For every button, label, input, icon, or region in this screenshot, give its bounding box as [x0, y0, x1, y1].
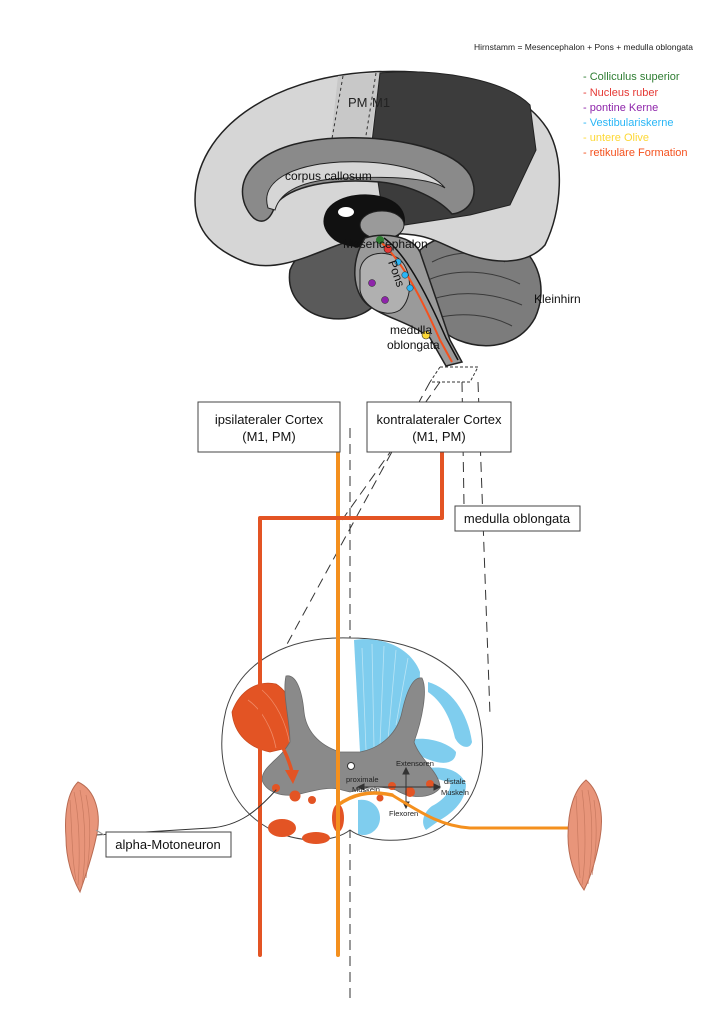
contra-line-2: (M1, PM)	[412, 429, 465, 444]
right-motor-axon	[390, 793, 570, 830]
proximale-label-2: Muskeln	[352, 785, 380, 794]
left-tract-lines	[247, 689, 291, 749]
ipsi-line-1: ipsilateraler Cortex	[215, 412, 324, 427]
right-pool-3	[426, 780, 434, 788]
left-muscle-belly	[65, 781, 99, 894]
alpha-box-text: alpha-Motoneuron	[115, 837, 221, 852]
medulla-label-1: medulla	[390, 323, 432, 337]
mesencephalon-label: Mesencephalon	[343, 237, 428, 251]
corpus-callosum	[241, 137, 475, 222]
right-ventral-blue	[358, 799, 380, 836]
nucleus-ruber-dot	[383, 244, 393, 254]
left-muscle	[65, 781, 105, 894]
hirnstamm-note: Hirnstamm = Mesencephalon + Pons + medul…	[474, 42, 693, 52]
corpus-callosum-label: corpus callosum	[285, 169, 372, 183]
vestibular-dot-2	[401, 271, 409, 279]
medulla-oblongata-box: medulla oblongata	[454, 505, 581, 532]
spinal-cord-section: Extensoren Flexoren proximale Muskeln di…	[221, 637, 483, 844]
central-canal	[347, 762, 355, 770]
legend-nucleus-ruber: - Nucleus ruber	[583, 87, 659, 99]
contralateral-pathway	[258, 450, 444, 957]
ipsi-line-2: (M1, PM)	[242, 429, 295, 444]
right-lateral-blue-1	[428, 682, 472, 747]
callosum-inner	[266, 161, 446, 211]
distale-label-2: Muskeln	[441, 788, 469, 797]
medulla-section-marker	[429, 366, 479, 383]
ipsilateral-cortex-box: ipsilateraler Cortex (M1, PM)	[197, 401, 341, 453]
olive-dot	[421, 330, 431, 340]
m1-label: M1	[372, 95, 390, 110]
right-muscle	[567, 779, 602, 891]
pontine-dot-1	[368, 279, 376, 287]
legend-vestibularis: - Vestibulariskerne	[583, 117, 674, 129]
distale-label-1: distale	[444, 777, 466, 786]
contralateral-arrowhead	[285, 770, 299, 784]
flexoren-label: Flexoren	[389, 809, 418, 818]
left-tendon	[95, 829, 105, 836]
pm-label: PM	[348, 95, 368, 110]
contralateral-cortex-box: kontralateraler Cortex (M1, PM)	[366, 401, 512, 453]
pathways	[95, 450, 570, 957]
left-muscle-fibers	[69, 789, 91, 887]
dorsal-column-lines	[361, 643, 409, 751]
left-pool-1	[272, 784, 280, 792]
legend-olive: - untere Olive	[583, 132, 649, 144]
medulla-label-2: oblongata	[387, 338, 440, 352]
right-lateral-blue-3	[423, 767, 466, 830]
right-lateral-blue-2	[410, 738, 456, 763]
pontine-dot-2	[381, 296, 389, 304]
left-ventral-tract-1	[268, 819, 296, 837]
vestibular-dot-3	[406, 284, 414, 292]
ipsilateral-branch	[336, 791, 394, 807]
legend-colliculus: - Colliculus superior	[583, 71, 680, 83]
right-muscle-fibers	[575, 789, 597, 886]
contra-line-1: kontralateraler Cortex	[377, 412, 502, 427]
left-pool-3	[308, 796, 316, 804]
pm-dashed-2	[363, 72, 377, 149]
kleinhirn-label: Kleinhirn	[534, 292, 581, 306]
extensoren-label: Extensoren	[396, 759, 434, 768]
colliculus-dot	[376, 236, 384, 244]
left-ventral-tract-2	[302, 832, 330, 844]
proj-left-outer	[261, 381, 431, 691]
vestibular-dot-1	[394, 258, 402, 266]
left-pool-2	[289, 790, 301, 802]
legend-pontine: - pontine Kerne	[583, 102, 658, 114]
alpha-motoneuron-box: alpha-Motoneuron	[105, 831, 232, 858]
proximale-label-1: proximale	[346, 775, 379, 784]
contralateral-branch	[260, 706, 294, 774]
brainstem-tract-dark	[383, 237, 459, 361]
right-pool-1	[388, 782, 396, 790]
right-pool-2	[405, 787, 415, 797]
right-pool-4	[376, 794, 384, 802]
legend: - Colliculus superior - Nucleus ruber - …	[583, 71, 688, 159]
brain-sagittal: PM M1 corpus callosum Mesencephalon Pons…	[194, 70, 581, 383]
medulla-box-text: medulla oblongata	[464, 511, 571, 526]
left-motor-axon	[95, 789, 277, 836]
legend-retikulaer: - retikuläre Formation	[583, 147, 688, 159]
ventricle-highlight	[338, 207, 354, 217]
